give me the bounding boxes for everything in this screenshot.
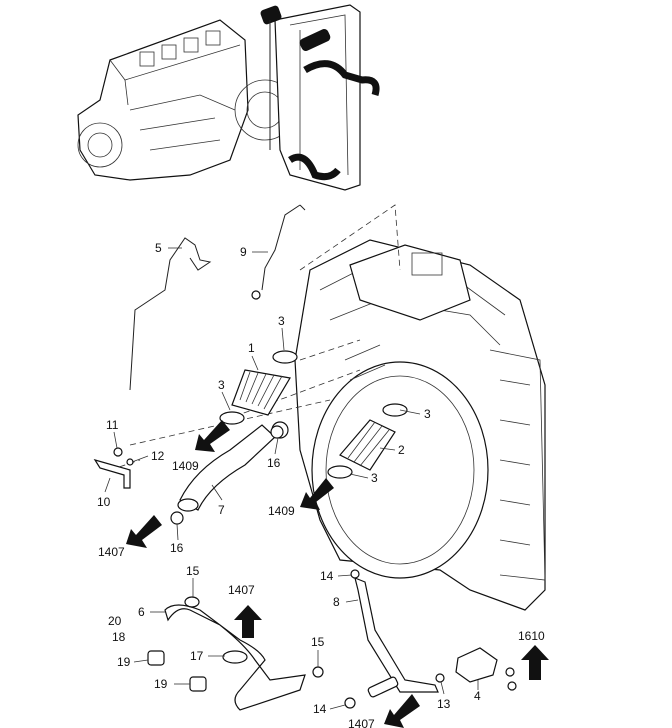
callout-14: 14 bbox=[313, 702, 327, 716]
arrow-down-left-1407a bbox=[126, 515, 162, 548]
reference-label-1409: 1409 bbox=[268, 504, 295, 518]
callout-7: 7 bbox=[218, 503, 225, 517]
callout-labels: 5 9 3 1 3 3 2 3 11 12 10 7 16 16 15 6 20… bbox=[97, 241, 481, 716]
reference-labels: 1409 1409 1407 1407 1407 1610 bbox=[98, 459, 545, 728]
callout-20: 20 bbox=[108, 614, 122, 628]
reference-label-1407: 1407 bbox=[228, 583, 255, 597]
callout-3: 3 bbox=[424, 407, 431, 421]
callout-4: 4 bbox=[474, 689, 481, 703]
callout-6: 6 bbox=[138, 605, 145, 619]
reference-label-1610: 1610 bbox=[518, 629, 545, 643]
engine-inset-illustration bbox=[77, 4, 380, 191]
callout-leaders bbox=[104, 247, 479, 710]
part-16-clamps bbox=[170, 425, 284, 525]
callout-12: 12 bbox=[151, 449, 165, 463]
part-2-bellows-hose bbox=[327, 403, 408, 479]
arrow-up-1407b bbox=[234, 605, 262, 638]
callout-15: 15 bbox=[311, 635, 325, 649]
callout-15: 15 bbox=[186, 564, 200, 578]
lower-left-hose-group bbox=[147, 596, 324, 711]
callout-11: 11 bbox=[106, 418, 119, 432]
callout-1: 1 bbox=[248, 341, 255, 355]
reference-arrows bbox=[126, 420, 549, 728]
reference-label-1407: 1407 bbox=[348, 717, 375, 728]
arrow-up-1610 bbox=[521, 645, 549, 680]
callout-9: 9 bbox=[240, 245, 247, 259]
callout-16: 16 bbox=[170, 541, 184, 555]
radiator-shroud-assembly bbox=[294, 204, 546, 611]
callout-3: 3 bbox=[218, 378, 225, 392]
part-1-bellows-hose bbox=[219, 350, 298, 425]
callout-16: 16 bbox=[267, 456, 281, 470]
lower-right-pipe-group bbox=[344, 569, 517, 709]
reference-label-1407: 1407 bbox=[98, 545, 125, 559]
callout-14: 14 bbox=[320, 569, 334, 583]
callout-18: 18 bbox=[112, 630, 126, 644]
arrow-down-left-1407c bbox=[384, 694, 420, 728]
part-5-tube bbox=[129, 237, 212, 391]
callout-10: 10 bbox=[97, 495, 111, 509]
part-9-tube bbox=[251, 204, 306, 300]
arrow-down-left-1409b bbox=[300, 478, 334, 510]
callout-3: 3 bbox=[371, 471, 378, 485]
callout-19: 19 bbox=[117, 655, 131, 669]
callout-19: 19 bbox=[154, 677, 168, 691]
part-10-hose-small bbox=[93, 447, 134, 489]
callout-8: 8 bbox=[333, 595, 340, 609]
callout-17: 17 bbox=[190, 649, 204, 663]
callout-2: 2 bbox=[398, 443, 405, 457]
callout-3: 3 bbox=[278, 314, 285, 328]
callout-5: 5 bbox=[155, 241, 162, 255]
arrow-down-left-1409a bbox=[195, 420, 230, 452]
reference-label-1409: 1409 bbox=[172, 459, 199, 473]
callout-13: 13 bbox=[437, 697, 451, 711]
